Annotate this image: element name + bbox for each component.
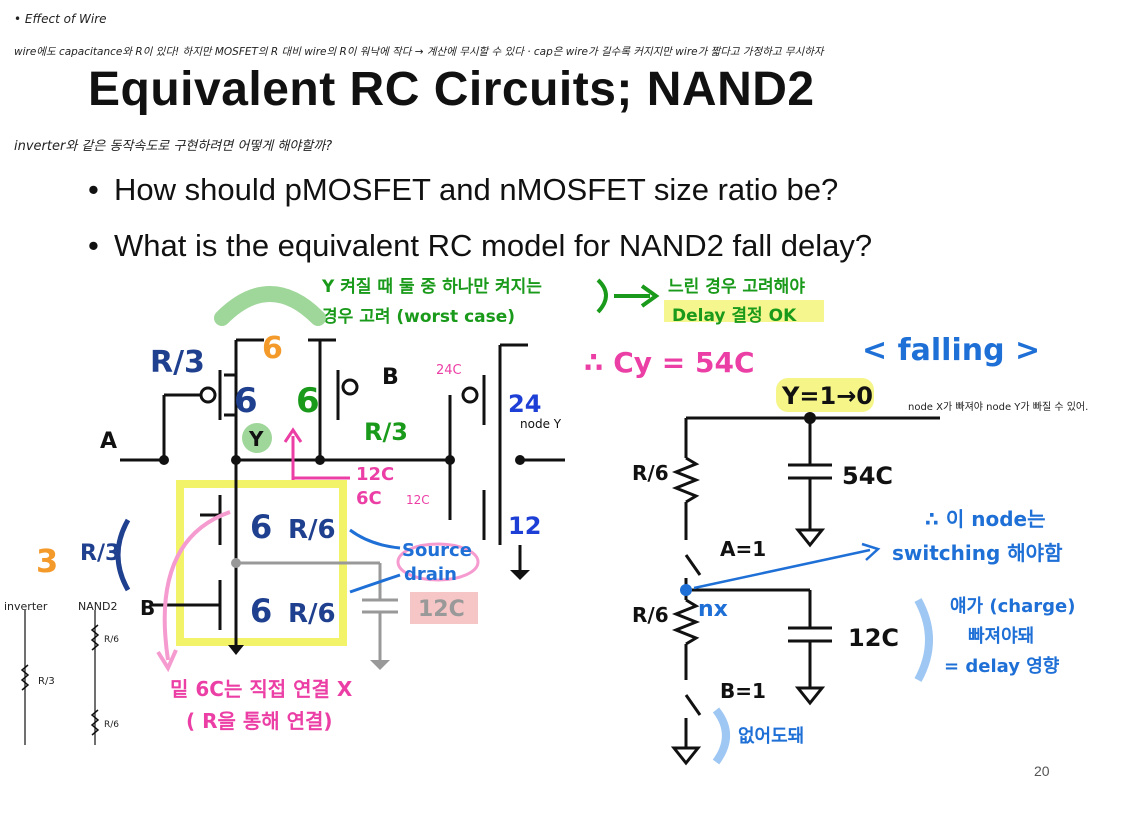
pmos-left-size: 6: [234, 381, 258, 421]
nmos-stack-res: R/3: [80, 541, 120, 566]
switching-arrowhead: [861, 542, 881, 561]
input-b-label: B: [140, 596, 155, 620]
handwritten-effect-of-wire: • Effect of Wire: [14, 12, 107, 26]
rc-c-bottom-label: 12C: [848, 624, 899, 652]
bullet-dot: •: [88, 228, 99, 263]
nmos-bottom-res: R/6: [288, 599, 336, 629]
charge-note-3: = delay 영향: [944, 656, 1060, 677]
pmos-res-label: R/3: [150, 345, 205, 380]
node-y-note: node Y: [520, 417, 562, 431]
switching-note-2: switching 해야함: [892, 541, 1063, 565]
load-res-label: R/3: [364, 418, 408, 446]
falling-label: < falling >: [862, 333, 1040, 368]
gray-12c-highlight: [410, 592, 478, 624]
slide-title: Equivalent RC Circuits; NAND2: [88, 63, 815, 116]
rc-switch-a-label: A=1: [720, 537, 766, 561]
bottom-pink-note-1: 밑 6C는 직접 연결 X: [170, 677, 353, 701]
handwritten-question: inverter와 같은 동작속도로 구현하려면 어떻게 해야할까?: [14, 139, 333, 154]
nmos-ground-icon: [228, 645, 244, 655]
pink-arrowhead-up: [283, 427, 303, 443]
drain-arrow-2: [349, 573, 401, 594]
yellow-note-1: 느린 경우 고려해야: [668, 277, 805, 297]
pmos-width-label: 6: [262, 331, 283, 366]
load-inverter: [448, 343, 565, 570]
bullet-item-1: • How should pMOSFET and nMOSFET size rat…: [88, 172, 838, 208]
node-note: node X가 빠져야 node Y가 빠질 수 있어.: [908, 401, 1088, 413]
rc-ground-2-icon: [794, 686, 826, 706]
pmos-a-bubble: [199, 386, 217, 404]
nmos-bottom-size: 6: [250, 592, 272, 630]
load-pmos-size: 24: [508, 390, 541, 418]
rc-node-x: [680, 584, 692, 596]
rc-node-x-label: nx: [698, 597, 728, 622]
cap-24c-label: 24C: [436, 363, 462, 378]
cap-12c-label: 12C: [356, 464, 394, 485]
nmos-stack-size: 3: [36, 542, 58, 580]
green-brace: [596, 278, 608, 314]
input-a-label: A: [100, 429, 117, 454]
nmos-top-size: 6: [250, 508, 272, 546]
yellow-highlight-note: [664, 300, 824, 322]
nmos-top-res: R/6: [288, 515, 336, 545]
bullet-text-1: How should pMOSFET and nMOSFET size rati…: [114, 172, 839, 207]
sketch-nand-res-1: R/6: [104, 635, 119, 645]
bullet-text-2: What is the equivalent RC model for NAND…: [114, 228, 873, 263]
charge-brace: [914, 598, 933, 682]
no-need-note: 없어도돼: [738, 726, 804, 747]
pmos-right-size: 6: [296, 381, 320, 421]
rc-switch-b-label: B=1: [720, 679, 766, 703]
internal-node: [231, 558, 241, 568]
switching-arrow: [693, 548, 871, 590]
rc-node-y: [804, 412, 816, 424]
output-y-label: Y: [248, 427, 264, 451]
handwritten-wire-note: wire에도 capacitance와 R이 있다! 하지만 MOSFET의 R…: [14, 46, 824, 58]
bullet-dot: •: [88, 172, 99, 207]
source-drain-label-2: drain: [404, 564, 457, 585]
yellow-note-2: Delay 결정 OK: [672, 306, 797, 326]
green-arc-highlight: [214, 286, 326, 326]
pink-curve-arrow: [162, 510, 231, 661]
rc-r-top-label: R/6: [632, 461, 669, 485]
rc-c-top-label: 54C: [842, 462, 893, 490]
cap-12c-b-label: 12C: [406, 493, 430, 507]
charge-note-2: 빠져야돼: [968, 626, 1034, 647]
page-number: 20: [1034, 763, 1050, 779]
cap-6c-label: 6C: [356, 488, 382, 509]
bullet-item-2: • What is the equivalent RC model for NAN…: [88, 228, 872, 264]
source-drain-ellipse: [396, 542, 480, 582]
node-a: [159, 455, 169, 465]
charge-note-1: 얘가 (charge): [950, 596, 1075, 617]
nmos-stack-brace: [115, 518, 131, 592]
input-b-top-label: B: [382, 365, 399, 390]
load-nmos-size: 12: [508, 512, 541, 540]
switching-note-1: ∴ 이 node는: [925, 507, 1046, 531]
rc-ground-3-icon: [670, 746, 702, 766]
source-arrow-1: [349, 528, 401, 550]
source-drain-label-1: Source: [402, 540, 472, 561]
green-arrowhead: [640, 284, 660, 308]
pmos-b-bubble: [341, 378, 359, 396]
cy-equation: ∴ Cy = 54C: [584, 346, 755, 379]
gray-cap-12c-label: 12C: [418, 597, 465, 622]
node-y-right: [315, 455, 325, 465]
load-pmos-bubble: [461, 386, 479, 404]
gray-ground-icon: [370, 660, 390, 670]
no-need-brace: [712, 707, 730, 765]
rc-ground-1-icon: [794, 528, 826, 548]
pmos-pair: [120, 338, 450, 462]
pink-curve-arrowhead: [156, 649, 178, 673]
y-transition-label: Y=1→0: [781, 382, 873, 410]
sketch-nand-res-2: R/6: [104, 720, 119, 730]
green-note-1: Y 켜질 때 둘 중 하나만 켜지는: [321, 276, 542, 297]
green-note-2: 경우 고려 (worst case): [322, 307, 515, 327]
rc-r-bottom-label: R/6: [632, 603, 669, 627]
bottom-pink-note-2: ( R을 통해 연결): [186, 709, 333, 733]
sketch-nand2-label: NAND2: [78, 600, 117, 613]
sketch-inv-res: R/3: [38, 676, 55, 687]
y-transition-highlight: [776, 378, 874, 412]
load-ground-icon: [510, 570, 530, 580]
output-y-circle: [242, 423, 272, 453]
sketch-inverter-label: inverter: [4, 600, 48, 613]
